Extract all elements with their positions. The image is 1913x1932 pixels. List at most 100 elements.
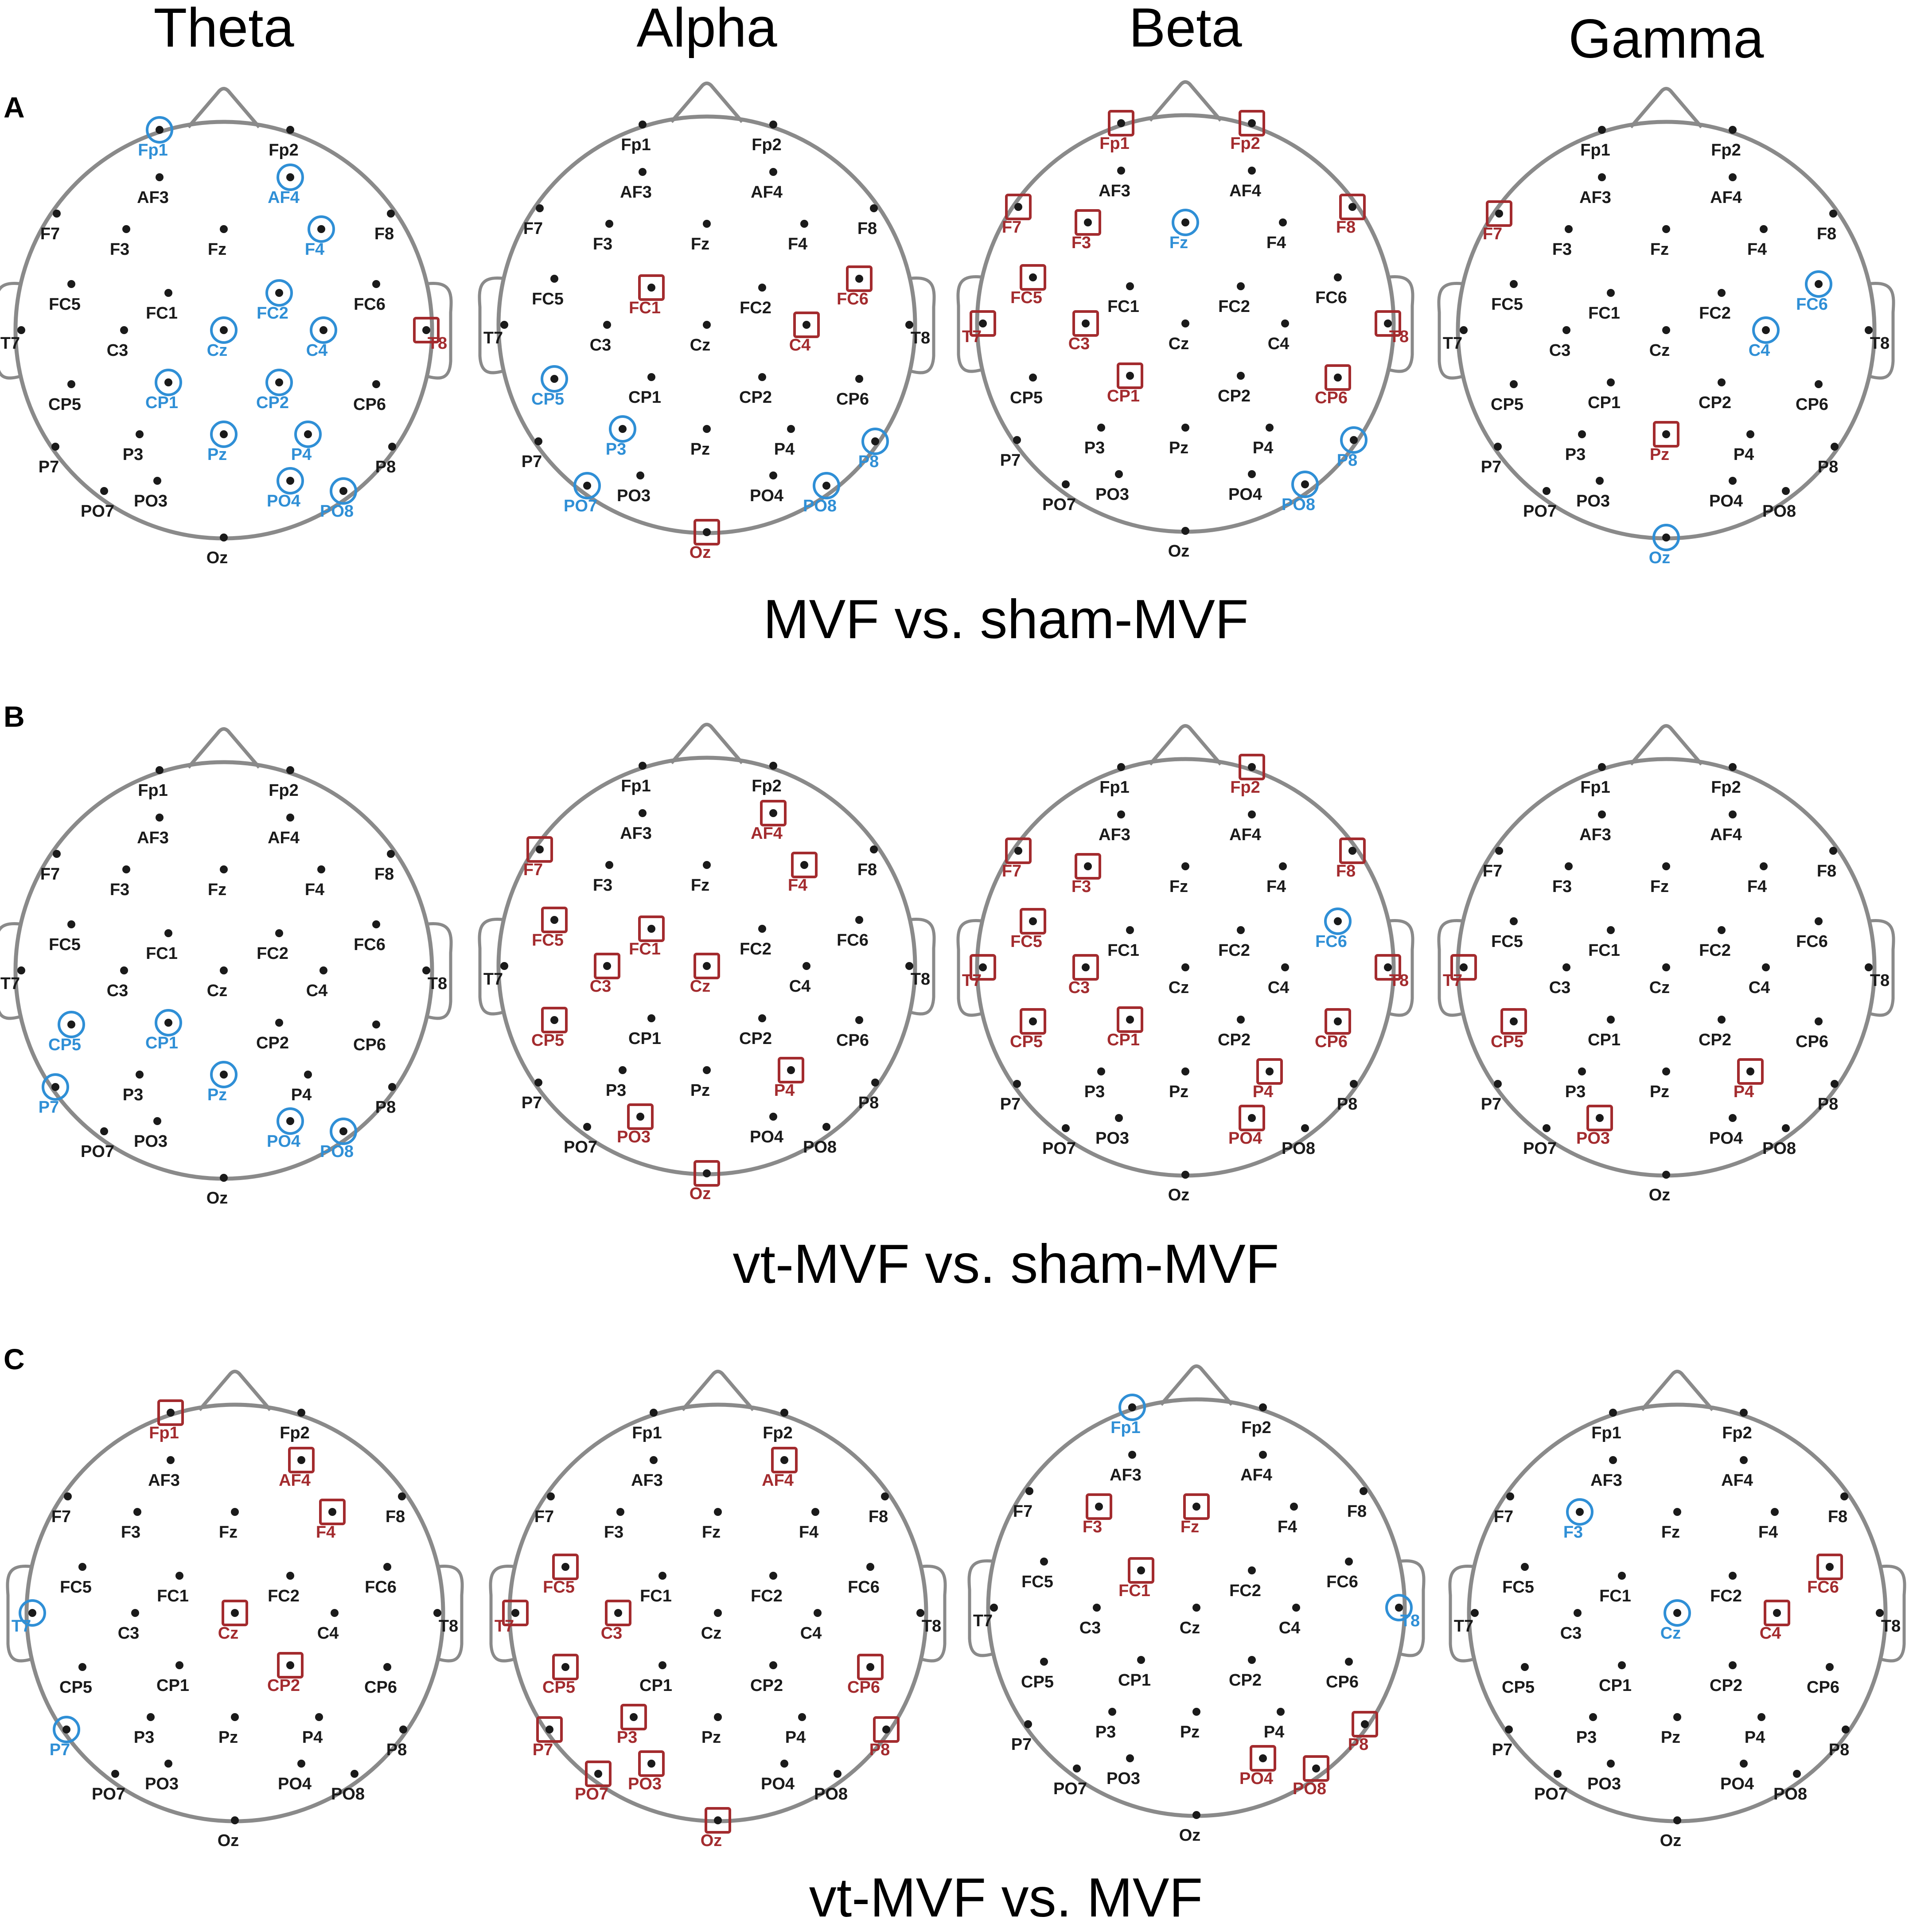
electrode-fz: Fz [702, 1508, 722, 1542]
electrode-label: Fz [1169, 877, 1188, 896]
electrode-dot [1334, 1017, 1342, 1025]
electrode-label: C3 [1079, 1619, 1101, 1637]
right-ear [1882, 1564, 1906, 1663]
increase-marker [1183, 1493, 1210, 1520]
electrode-cp6: CP6 [1315, 364, 1351, 407]
electrode-label: AF4 [751, 183, 783, 202]
electrode-fc5: FC5 [532, 275, 564, 308]
electrode-dot [1348, 847, 1356, 855]
electrode-f4: F4 [788, 220, 808, 253]
decrease-marker [1385, 1594, 1413, 1621]
electrode-fp1: Fp1 [1580, 126, 1610, 160]
electrode-fc6: FC6 [365, 1563, 397, 1597]
left-ear [478, 917, 503, 1016]
electrode-label: FC1 [1107, 297, 1139, 316]
electrode-label: CP5 [1502, 1678, 1535, 1697]
electrode-po4: PO4 [1720, 1760, 1754, 1793]
electrode-f3: F3 [110, 225, 130, 259]
electrode-dot [220, 1174, 228, 1182]
electrode-dot [1618, 1572, 1626, 1580]
comparison-title-a: MVF vs. sham-MVF [763, 589, 1248, 650]
electrode-label: T7 [0, 334, 20, 353]
electrode-dot [714, 1508, 722, 1516]
electrode-label: C3 [1068, 978, 1090, 997]
electrode-label: T8 [922, 1617, 941, 1636]
increase-marker [1239, 1105, 1265, 1131]
electrode-cp5: CP5 [48, 380, 81, 414]
electrode-label: FC5 [1502, 1578, 1534, 1597]
electrode-fp1: Fp1 [1110, 1394, 1146, 1437]
electrode-label: PO8 [1773, 1785, 1807, 1803]
electrode-label: FC6 [1326, 1573, 1358, 1591]
nose [681, 1370, 755, 1411]
electrode-cp6: CP6 [353, 380, 386, 414]
increase-marker [222, 1600, 248, 1626]
electrode-label: CP5 [1010, 389, 1043, 407]
electrode-af3: AF3 [631, 1456, 663, 1490]
row-letter-b: B [4, 700, 25, 733]
electrode-dot [1826, 1563, 1834, 1571]
electrode-cp1: CP1 [1599, 1661, 1632, 1695]
electrode-label: Pz [1180, 1723, 1200, 1741]
electrode-label: Fp1 [1580, 141, 1610, 160]
electrode-fc6: FC6 [354, 920, 386, 954]
electrode-fc6: FC6 [354, 280, 386, 314]
electrode-label: CP5 [531, 1031, 564, 1050]
electrode-dot [1115, 470, 1123, 478]
electrode-po8: PO8 [1282, 1124, 1315, 1158]
electrode-dot [1029, 1017, 1037, 1025]
electrode-dot [231, 1508, 239, 1516]
electrode-p4: P4 [1253, 424, 1274, 457]
electrode-dot [398, 1492, 406, 1500]
electrode-fc1: FC1 [1588, 926, 1620, 960]
electrode-label: Fz [1650, 877, 1669, 896]
electrode-dot [100, 487, 108, 495]
electrode-dot [855, 916, 863, 924]
electrode-label: T7 [962, 971, 982, 990]
electrode-p7: P7 [533, 1716, 563, 1759]
electrode-dot [1117, 810, 1125, 818]
electrode-dot [1607, 926, 1615, 934]
electrode-dot [1762, 326, 1770, 334]
electrode-fc6: FC6 [1796, 270, 1832, 314]
row-letter-c: C [4, 1343, 25, 1375]
electrode-dot [111, 1770, 119, 1778]
electrode-label: T8 [1870, 334, 1890, 353]
electrode-dot [78, 1563, 86, 1571]
electrode-dot [1729, 1572, 1737, 1580]
electrode-label: T7 [483, 329, 503, 347]
electrode-label: C3 [118, 1624, 140, 1643]
decrease-marker [58, 1011, 85, 1038]
decrease-marker [1324, 908, 1352, 935]
electrode-t8: T8 [1865, 963, 1890, 990]
electrode-p4: P4 [1253, 1058, 1283, 1101]
electrode-cp2: CP2 [1218, 1016, 1251, 1049]
band-title-alpha: Alpha [636, 0, 777, 58]
electrode-fp2: Fp2 [269, 126, 299, 160]
electrode-c4: C4 [306, 316, 337, 360]
electrode-label: Pz [218, 1728, 238, 1747]
electrode-label: Oz [1179, 1826, 1201, 1845]
electrode-fz: Fz [1661, 1508, 1681, 1542]
electrode-label: Oz [701, 1831, 722, 1850]
electrode-dot [1084, 862, 1092, 870]
electrode-dot [317, 865, 325, 873]
electrode-label: PO7 [1053, 1780, 1087, 1798]
electrode-label: P3 [134, 1728, 154, 1747]
electrode-label: Oz [1649, 549, 1671, 567]
electrode-dot [636, 1113, 644, 1121]
increase-marker [1256, 1058, 1283, 1085]
increase-marker [552, 1654, 579, 1680]
electrode-oz: Oz [1660, 1816, 1681, 1850]
decrease-marker [210, 316, 238, 344]
electrode-f3: F3 [1071, 209, 1101, 252]
electrode-label: PO4 [1720, 1775, 1754, 1793]
electrode-dot [758, 1014, 766, 1022]
electrode-label: PO4 [278, 1775, 312, 1793]
decrease-marker [210, 421, 238, 448]
electrode-label: T8 [911, 970, 930, 989]
electrode-f4: F4 [1278, 1503, 1298, 1536]
electrode-dot [53, 850, 61, 858]
electrode-p3: P3 [1576, 1713, 1597, 1747]
electrode-c4: C4 [306, 966, 327, 1000]
